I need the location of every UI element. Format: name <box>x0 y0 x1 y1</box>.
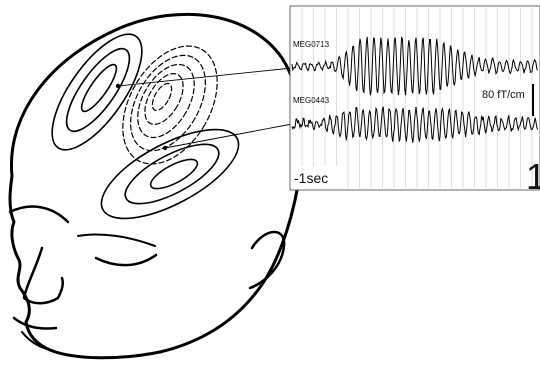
ear <box>250 232 284 288</box>
nose <box>24 248 63 303</box>
channel-label-meg0443: MEG0443 <box>293 96 330 105</box>
head-outline <box>10 14 302 357</box>
contour <box>148 81 175 114</box>
contour <box>56 40 140 140</box>
time-label: -1sec <box>294 170 328 186</box>
contour <box>36 21 158 163</box>
contour <box>147 154 201 194</box>
head-illustration <box>10 14 302 357</box>
contour <box>103 30 236 181</box>
right-eye <box>96 255 156 265</box>
mouth <box>14 318 56 329</box>
field-contours-upper-left <box>36 21 158 163</box>
scale-label: 80 fT/cm <box>482 89 525 101</box>
contour <box>117 133 227 215</box>
right-eye-lid <box>78 234 155 246</box>
contour <box>137 67 191 130</box>
field-contours-center-dashed <box>103 30 236 181</box>
left-eye <box>10 207 68 222</box>
meg-trace-panel: MEG0713 MEG0443 80 fT/cm -1sec 1 <box>290 6 540 197</box>
contour <box>76 60 121 115</box>
channel-label-meg0713: MEG0713 <box>293 40 330 49</box>
corner-number: 1 <box>526 156 540 197</box>
contour <box>115 42 221 163</box>
